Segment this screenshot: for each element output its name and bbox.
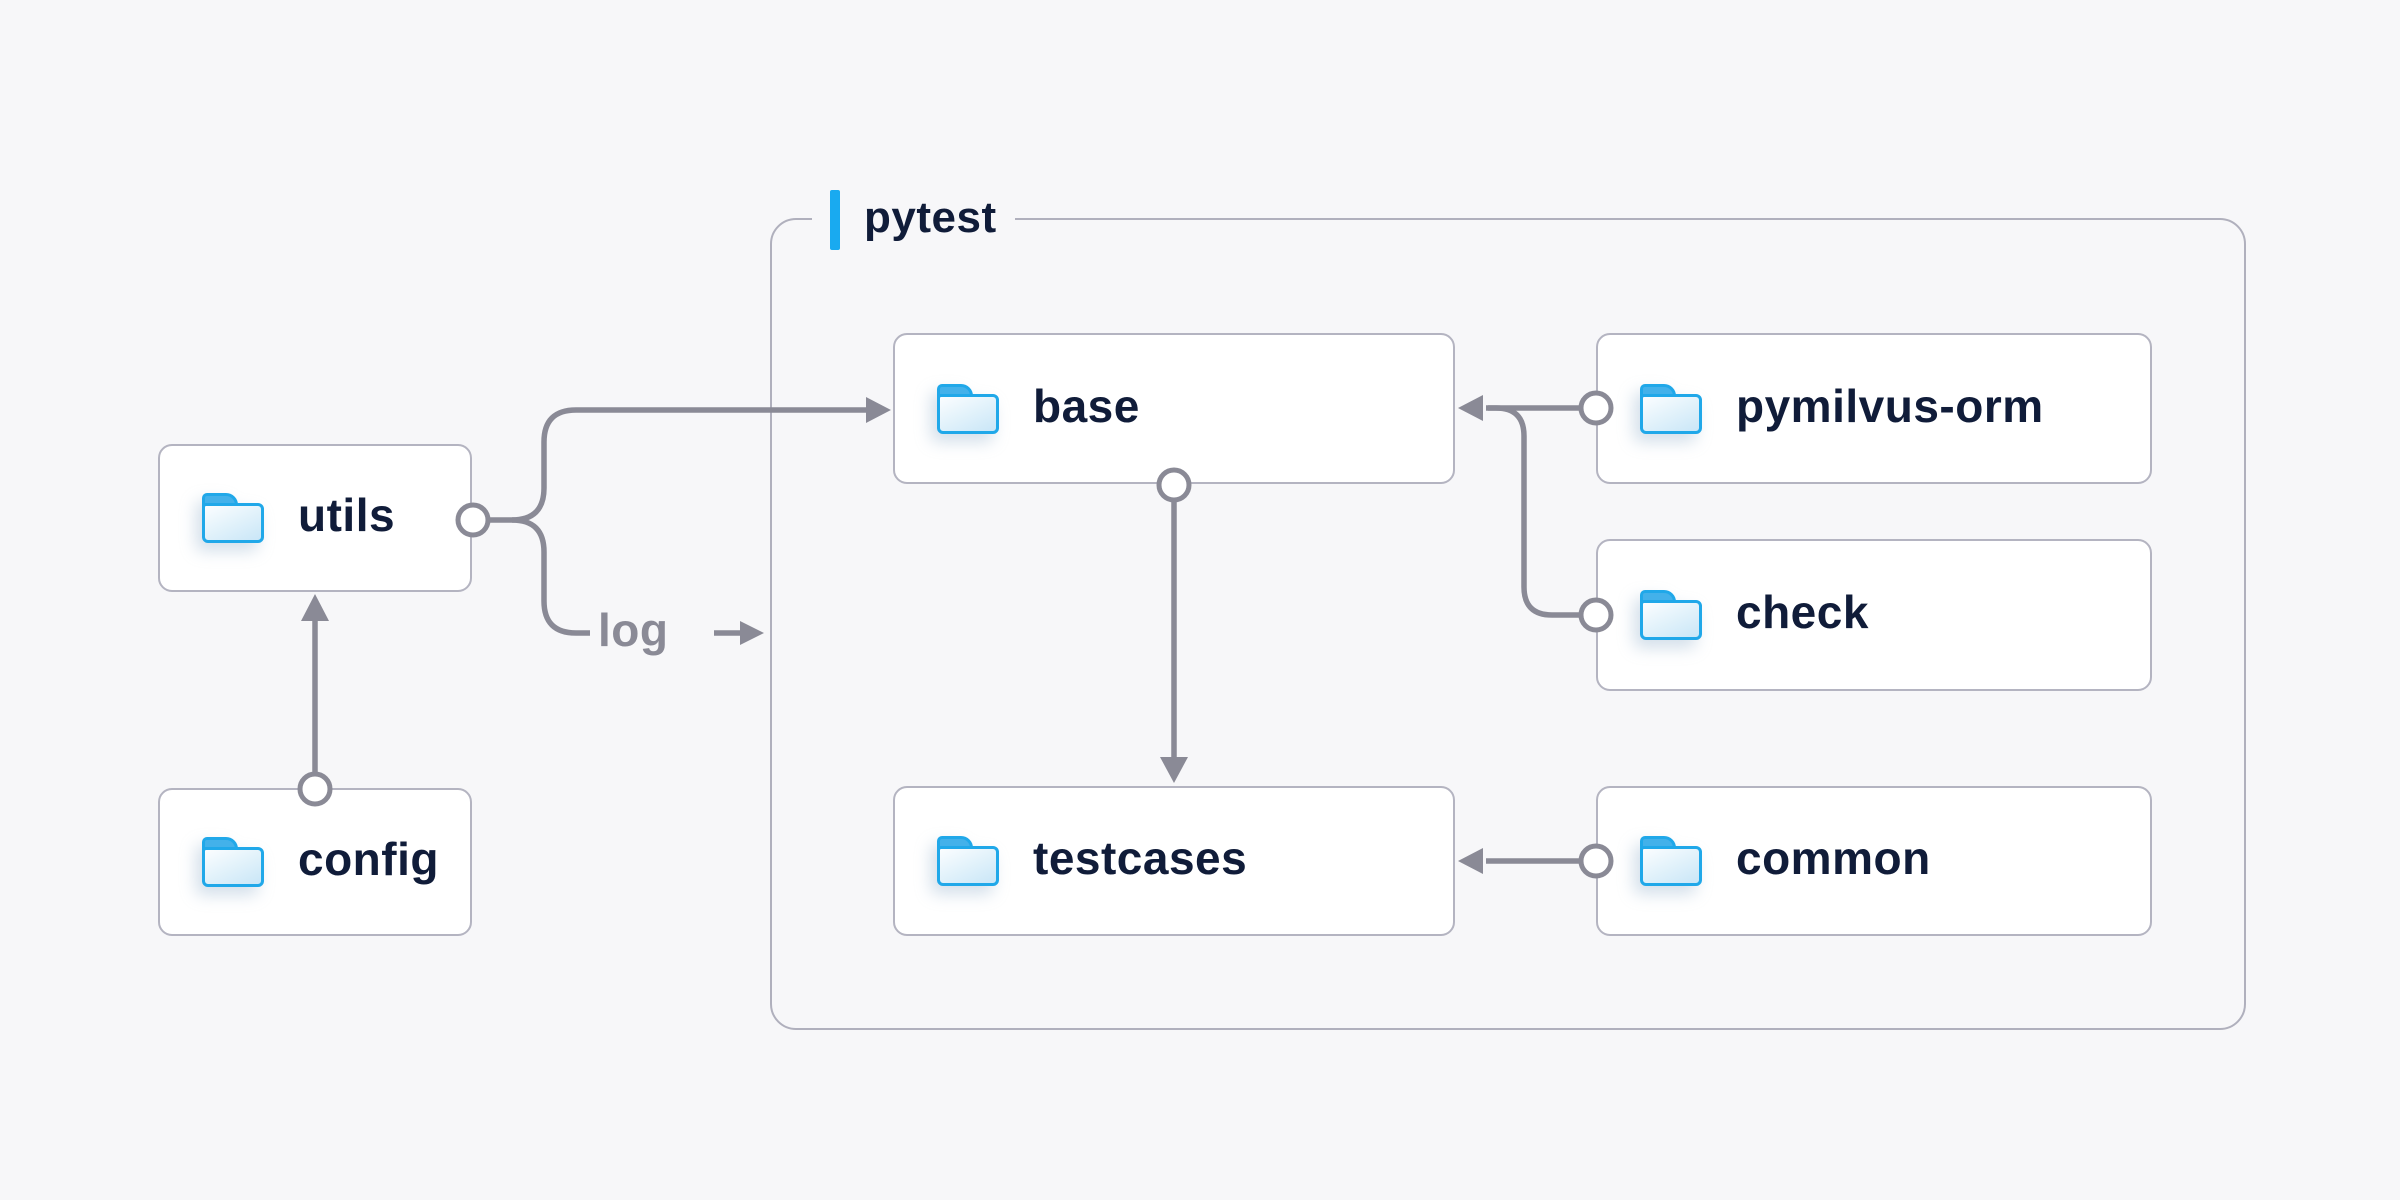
node-utils-label: utils bbox=[298, 489, 396, 541]
edge-config-utils bbox=[301, 594, 329, 773]
group-accent-bar bbox=[830, 190, 840, 250]
folder-icon bbox=[937, 383, 999, 434]
node-common: common bbox=[1596, 786, 2152, 936]
folder-icon bbox=[1640, 590, 1702, 640]
node-check-label: check bbox=[1736, 586, 1869, 638]
pytest-group-label: pytest bbox=[812, 189, 1015, 251]
node-pymilvus-orm: pymilvus-orm bbox=[1596, 333, 2152, 484]
pytest-group-box: pytest bbox=[770, 189, 2246, 1030]
node-testcases: testcases bbox=[893, 786, 1455, 936]
node-config: config bbox=[158, 788, 472, 936]
node-common-label: common bbox=[1736, 832, 1931, 884]
node-base-label: base bbox=[1033, 379, 1140, 432]
folder-icon bbox=[1640, 836, 1702, 886]
node-check: check bbox=[1596, 539, 2152, 691]
group-label-text: pytest bbox=[864, 193, 997, 242]
arrowhead bbox=[740, 621, 764, 645]
folder-icon bbox=[202, 493, 264, 543]
edge-label-log: log bbox=[598, 604, 669, 656]
folder-icon bbox=[1640, 383, 1702, 434]
node-pymilvus-orm-label: pymilvus-orm bbox=[1736, 379, 2044, 432]
arrowhead bbox=[301, 594, 329, 621]
node-config-label: config bbox=[298, 833, 439, 885]
node-utils: utils bbox=[158, 444, 472, 592]
node-testcases-label: testcases bbox=[1033, 832, 1248, 884]
folder-icon bbox=[937, 836, 999, 886]
folder-icon bbox=[202, 837, 264, 887]
node-base: base bbox=[893, 333, 1455, 484]
